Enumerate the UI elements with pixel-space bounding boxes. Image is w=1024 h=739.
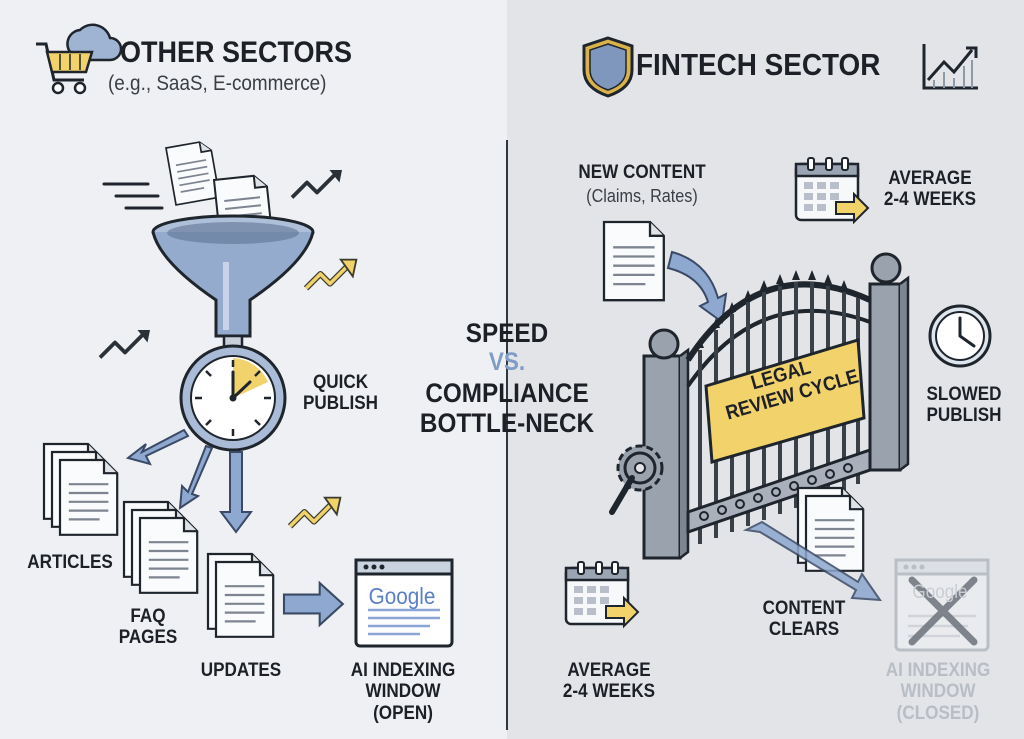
left-title: OTHER SECTORS xyxy=(120,36,353,69)
updates-label: UPDATES xyxy=(200,660,282,681)
shield-icon xyxy=(582,36,634,98)
gear-icon xyxy=(609,444,664,515)
stopwatch-icon xyxy=(179,334,287,452)
left-subtitle: (e.g., SaaS, E-commerce) xyxy=(108,72,327,95)
new-content-label: NEW CONTENT xyxy=(578,162,706,183)
browser-window-icon xyxy=(354,558,454,648)
right-title: FINTECH SECTOR xyxy=(636,47,881,82)
clock-icon xyxy=(928,304,992,368)
speed-lines xyxy=(102,182,164,210)
browser-window-icon xyxy=(894,558,990,652)
funnel-icon xyxy=(151,214,315,338)
cart-icon xyxy=(36,42,94,95)
updates-stack-icon xyxy=(206,552,275,638)
arrow-icon xyxy=(125,428,253,534)
google-logo: Google xyxy=(368,583,436,609)
document-icon xyxy=(165,139,221,206)
trend-chart-icon xyxy=(922,44,978,90)
gate-icon xyxy=(642,252,910,560)
x-mark-icon xyxy=(908,576,978,646)
new-content-sub: (Claims, Rates) xyxy=(586,186,698,206)
document-icon xyxy=(602,220,665,302)
articles-label: ARTICLES xyxy=(27,552,113,573)
google-logo-faded: Google xyxy=(912,582,968,603)
speed-label: SPEED xyxy=(465,318,549,348)
calendar-icon xyxy=(564,560,640,628)
vs-label: VS. xyxy=(488,348,526,376)
arrow-icon xyxy=(742,520,883,602)
calendar-icon xyxy=(794,156,870,224)
